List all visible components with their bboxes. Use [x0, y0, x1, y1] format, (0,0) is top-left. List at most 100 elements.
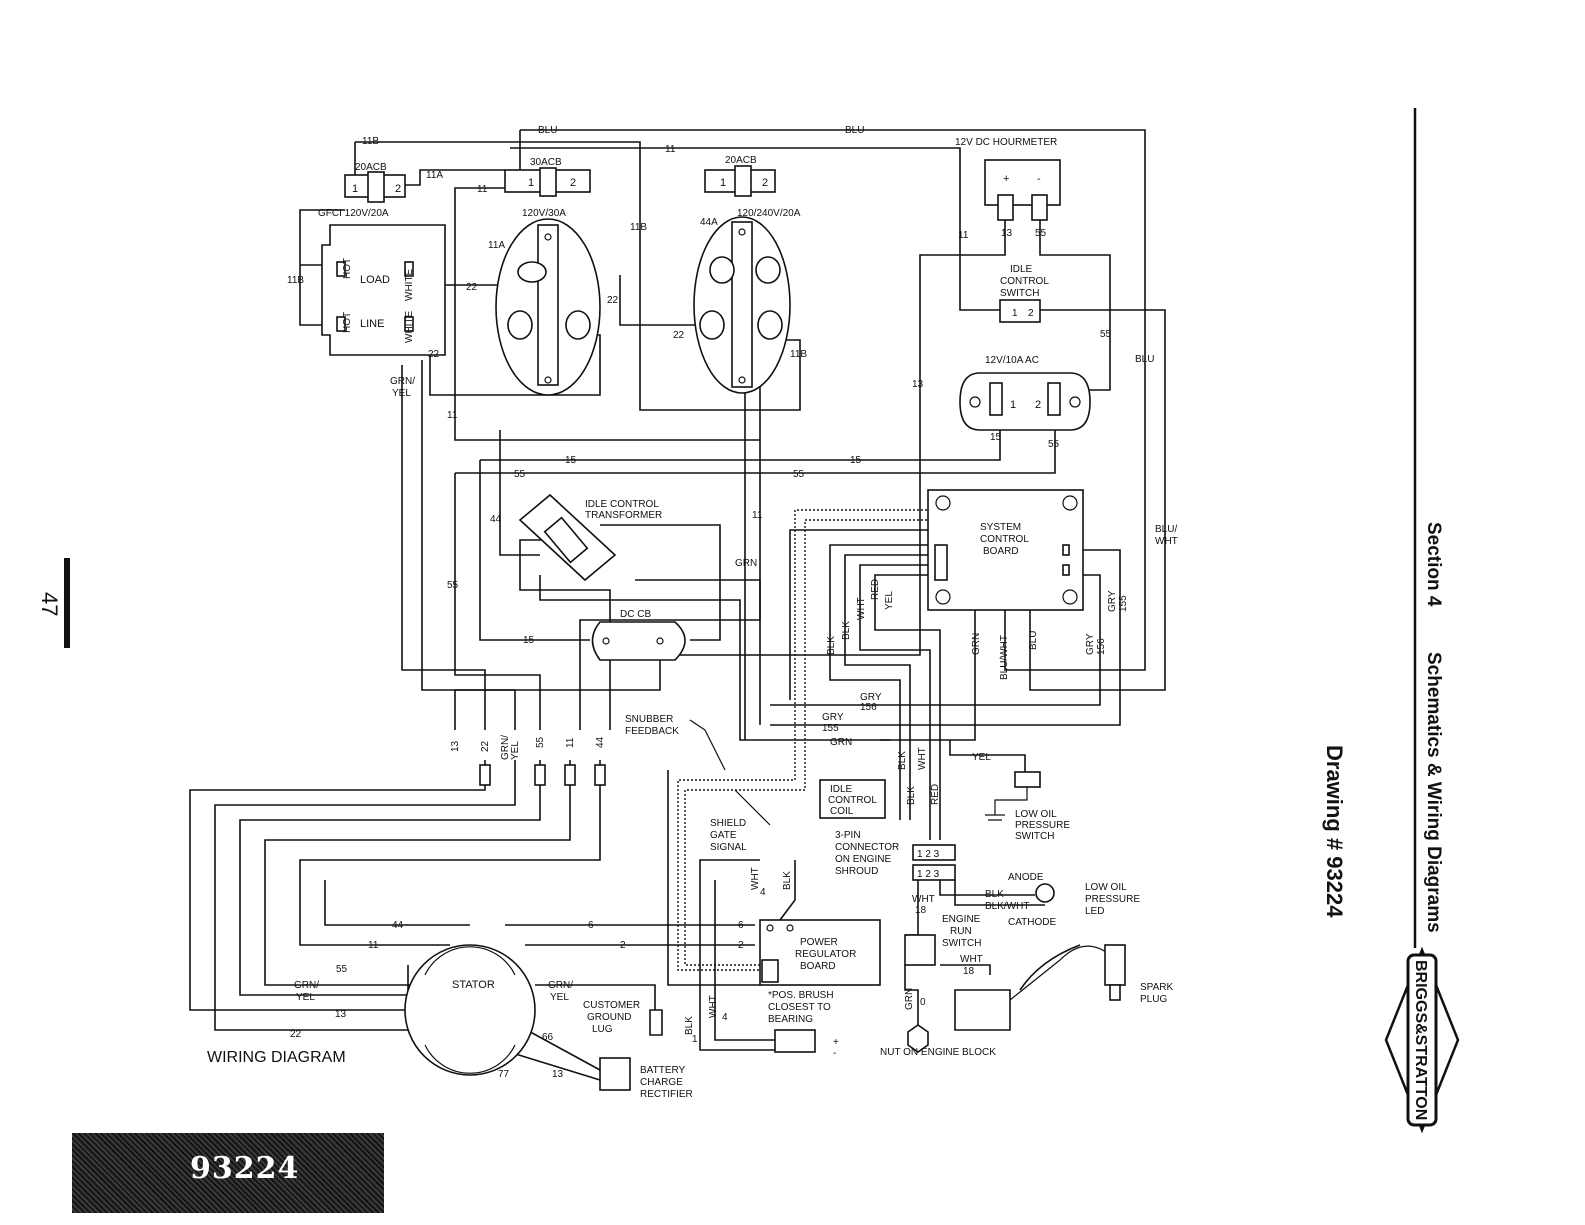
svg-text:YEL: YEL: [510, 741, 521, 760]
svg-text:13: 13: [912, 379, 924, 390]
svg-text:LUG: LUG: [592, 1024, 613, 1035]
svg-text:55: 55: [1048, 439, 1060, 450]
svg-text:LED: LED: [1085, 906, 1104, 917]
svg-text:BEARING: BEARING: [768, 1014, 813, 1025]
svg-text:18: 18: [963, 966, 975, 977]
svg-text:IDLE CONTROL: IDLE CONTROL: [585, 499, 659, 510]
svg-text:2: 2: [762, 177, 768, 189]
svg-text:13: 13: [552, 1069, 564, 1080]
engine-run-switch: ENGINE RUN SWITCH: [904, 914, 981, 966]
svg-text:11: 11: [665, 144, 676, 155]
svg-text:ENGINE: ENGINE: [942, 914, 981, 925]
svg-text:55: 55: [514, 469, 526, 480]
customer-ground-lug: CUSTOMER GROUND LUG: [583, 1000, 663, 1036]
svg-text:11B: 11B: [790, 349, 807, 360]
shield-gate-signal-label: SHIELD GATE SIGNAL: [710, 789, 771, 853]
svg-text:CATHODE: CATHODE: [1008, 917, 1056, 928]
svg-text:RECTIFIER: RECTIFIER: [640, 1089, 693, 1100]
svg-text:BLU/WHT: BLU/WHT: [999, 635, 1010, 680]
svg-text:1: 1: [528, 177, 534, 189]
svg-text:GRN/: GRN/: [294, 980, 319, 991]
svg-text:WHITE: WHITE: [404, 268, 415, 301]
svg-text:22: 22: [428, 349, 440, 360]
svg-text:13: 13: [450, 740, 461, 752]
svg-text:11: 11: [958, 230, 969, 241]
svg-text:WHT: WHT: [912, 894, 935, 905]
gfci-outlet: LOAD LINE HOT HOT WHITE WHITE: [321, 224, 446, 356]
svg-text:RED: RED: [870, 579, 881, 600]
section-title: Schematics & Wiring Diagrams: [1423, 652, 1444, 933]
svg-text:4: 4: [722, 1012, 728, 1023]
svg-text:LINE: LINE: [360, 318, 384, 330]
svg-text:TRANSFORMER: TRANSFORMER: [585, 510, 662, 521]
svg-text:GRY: GRY: [1085, 633, 1096, 655]
svg-text:BLK: BLK: [841, 621, 852, 640]
svg-text:1 2 3: 1 2 3: [917, 849, 940, 860]
svg-text:+: +: [833, 1037, 839, 1048]
sidebar-text: Section 4 Schematics & Wiring Diagrams D…: [1322, 522, 1444, 933]
svg-text:SWITCH: SWITCH: [942, 938, 981, 949]
svg-text:1: 1: [1010, 399, 1016, 411]
svg-text:22: 22: [673, 330, 685, 341]
svg-text:13: 13: [1001, 228, 1013, 239]
svg-text:IDLE: IDLE: [1010, 264, 1033, 275]
idle-control-coil: IDLE CONTROL COIL: [819, 779, 886, 819]
svg-text:WHITE: WHITE: [404, 310, 415, 343]
battery-charge-rectifier: BATTERY CHARGE RECTIFIER: [599, 1057, 693, 1100]
svg-text:BLK: BLK: [684, 1016, 695, 1035]
svg-text:11A: 11A: [426, 170, 443, 181]
svg-text:BOARD: BOARD: [800, 961, 836, 972]
brush-note: *POS. BRUSH CLOSEST TO BEARING + -: [768, 990, 839, 1059]
svg-text:SNUBBER: SNUBBER: [625, 714, 673, 725]
svg-text:22: 22: [607, 295, 619, 306]
svg-text:18: 18: [915, 905, 927, 916]
svg-text:44: 44: [595, 736, 606, 748]
svg-text:2: 2: [1028, 308, 1034, 319]
svg-text:BLK/WHT: BLK/WHT: [985, 901, 1029, 912]
svg-text:1 2 3: 1 2 3: [917, 869, 940, 880]
drawing-number: Drawing # 93224: [1322, 745, 1347, 918]
svg-text:2: 2: [1035, 399, 1041, 411]
footer-code-banner: 93224: [72, 1133, 384, 1213]
ac-receptacle: 12V/10A AC 1 2: [959, 355, 1091, 431]
svg-text:LOW OIL: LOW OIL: [1015, 809, 1057, 820]
svg-text:11B: 11B: [362, 136, 379, 147]
svg-text:POWER: POWER: [800, 937, 838, 948]
svg-text:+: +: [1003, 173, 1009, 185]
page-number: 47: [37, 558, 70, 648]
receptacle-20a: [693, 216, 791, 394]
svg-text:44A: 44A: [700, 217, 718, 228]
svg-text:77: 77: [498, 1069, 510, 1080]
svg-text:SPARK: SPARK: [1140, 982, 1173, 993]
svg-text:BLU: BLU: [1135, 354, 1154, 365]
svg-text:15: 15: [990, 432, 1002, 443]
idle-control-transformer: IDLE CONTROL TRANSFORMER: [518, 493, 662, 582]
svg-text:47: 47: [37, 592, 62, 616]
svg-text:GRN/: GRN/: [548, 980, 573, 991]
engine-nut: NUT ON ENGINE BLOCK: [880, 1024, 996, 1058]
svg-text:YEL: YEL: [972, 752, 991, 763]
svg-text:CUSTOMER: CUSTOMER: [583, 1000, 640, 1011]
three-pin-connector: 3-PIN CONNECTOR ON ENGINE SHROUD 1 2 3 1…: [835, 830, 956, 881]
svg-text:GRN/: GRN/: [390, 376, 415, 387]
svg-text:CHARGE: CHARGE: [640, 1077, 683, 1088]
wire-labels: 11B BLU BLU 11 11A 11 11B 44A 11A 11 13 …: [287, 125, 1178, 1080]
svg-text:PRESSURE: PRESSURE: [1085, 894, 1140, 905]
svg-text:SYSTEM: SYSTEM: [980, 522, 1021, 533]
svg-text:BLU: BLU: [845, 125, 864, 136]
receptacle-30a: [495, 218, 601, 396]
svg-text:6: 6: [738, 920, 744, 931]
footer-code: 93224: [190, 1151, 300, 1186]
svg-text:55: 55: [447, 580, 459, 591]
svg-text:*POS. BRUSH: *POS. BRUSH: [768, 990, 834, 1001]
gfci-breaker: 1 2 20ACB: [344, 162, 406, 203]
svg-text:55: 55: [793, 469, 805, 480]
svg-text:11A: 11A: [488, 240, 505, 251]
svg-text:BLK: BLK: [985, 889, 1004, 900]
svg-text:2: 2: [395, 183, 401, 195]
svg-text:BLK: BLK: [906, 786, 917, 805]
svg-text:22: 22: [290, 1029, 302, 1040]
svg-text:20ACB: 20ACB: [725, 155, 757, 166]
svg-text:156: 156: [1096, 638, 1107, 655]
svg-text:GRY: GRY: [860, 692, 882, 703]
